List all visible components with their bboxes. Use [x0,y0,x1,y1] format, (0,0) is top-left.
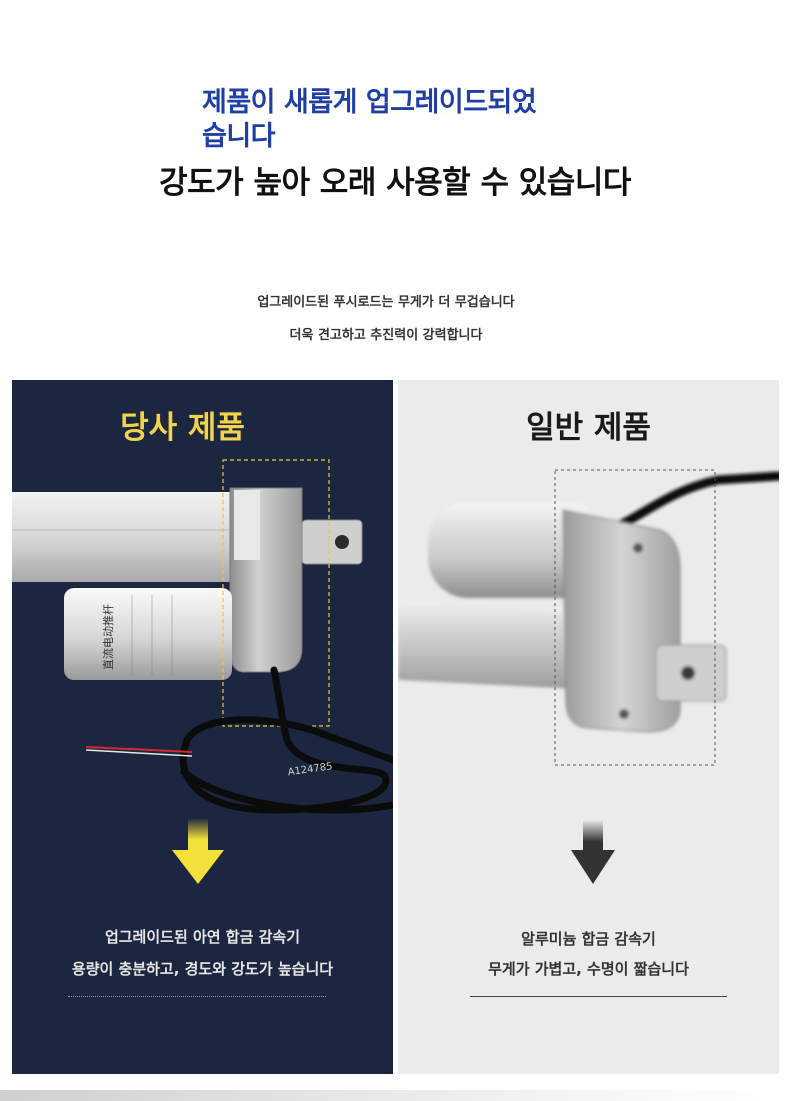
motor-label: 直流电动推杆 [101,604,115,670]
generic-product-title: 일반 제품 [526,410,651,446]
actuator-tube [12,492,252,582]
down-arrow-yellow-icon [172,818,224,884]
headline-blue-line1: 제품이 새롭게 업그레이드되었 [202,87,537,118]
our-product-divider [68,996,326,997]
our-product-caption1: 업그레이드된 아연 합금 감속기 [104,928,301,946]
down-arrow-dark-icon [571,820,615,884]
subtitle-line2: 더욱 견고하고 추진력이 강력합니다 [289,328,483,343]
cable-print: A124785 [287,761,333,778]
generic-product-divider [470,996,727,997]
headline-blue: 제품이 새롭게 업그레이드되었 습니다 [202,86,602,154]
motor-body [64,588,232,680]
generic-product-image [398,469,779,884]
generic-product-caption2: 무게가 가볍고, 수명이 짧습니다 [488,960,689,978]
headline-block: 제품이 새롭게 업그레이드되었 습니다 강도가 높아 오래 사용할 수 있습니다 [0,0,790,240]
generic-highlight-box [554,469,716,766]
generic-gearbox-housing [562,509,681,733]
bottom-bar [0,1090,790,1101]
generic-product-panel: 일반 제품 [398,380,779,1074]
headline-blue-line2: 습니다 [202,121,276,152]
highlight-box [222,459,330,727]
headline-black: 강도가 높아 오래 사용할 수 있습니다 [159,165,631,201]
generic-product-caption1: 알루미늄 합금 감속기 [521,930,656,948]
power-cable [179,666,393,814]
our-product-image: 直流电动推杆 A124785 [12,459,393,884]
our-product-caption2: 용량이 충분하고, 경도와 강도가 높습니다 [71,960,334,978]
rod-end [301,519,363,565]
our-product-title: 당사 제품 [120,410,245,446]
subtitle-line1: 업그레이드된 푸시로드는 무게가 더 무겁습니다 [257,295,515,310]
our-product-panel: 당사 제품 [12,380,393,1074]
